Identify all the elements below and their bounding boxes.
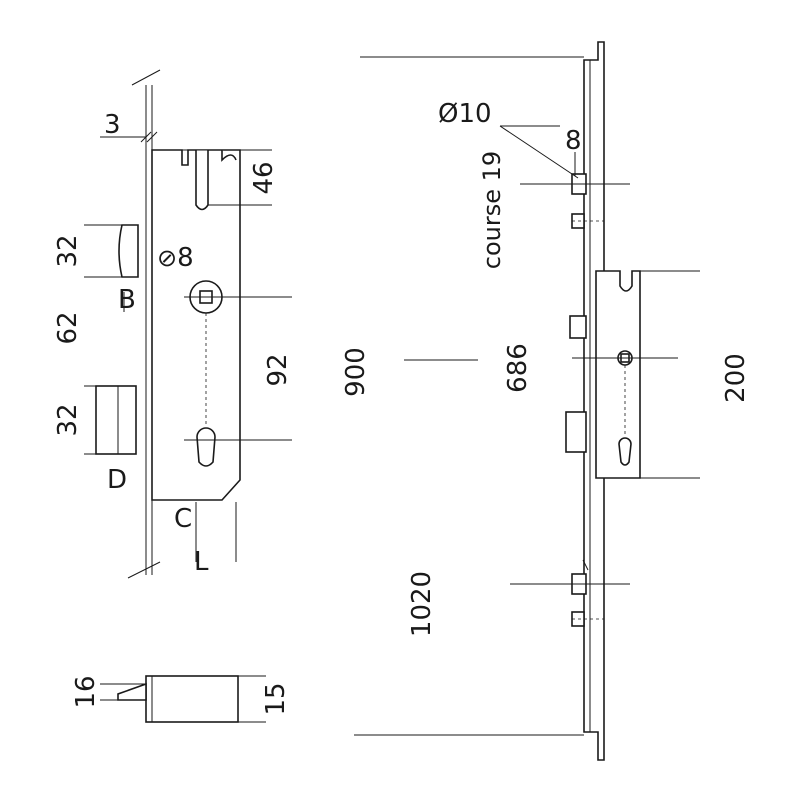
- dim-roller-diameter: Ø10: [438, 99, 492, 129]
- dim-92: 92: [263, 353, 293, 386]
- roller-leader: [499, 125, 579, 179]
- faceplate-break-top: [131, 69, 161, 86]
- upper-bolt: [569, 315, 587, 339]
- lower-roller-break: [582, 559, 589, 571]
- dim-plate-3: 3: [104, 110, 121, 140]
- label-c: C: [174, 504, 192, 534]
- latch-bolt: [118, 224, 139, 278]
- dim-62: 62: [53, 311, 83, 344]
- dim-spindle-8: ⊘8: [157, 243, 194, 273]
- faceplate-break-bottom: [127, 561, 161, 579]
- bolt-end-tongue: [117, 682, 147, 701]
- stroke-label: course 19: [478, 151, 506, 269]
- dim-900: 900: [341, 347, 371, 397]
- dim-bolt-32: 32: [53, 403, 83, 436]
- dim-200: 200: [721, 353, 751, 403]
- dim-1020: 1020: [407, 571, 437, 637]
- dim-16: 16: [71, 675, 101, 708]
- dim-15: 15: [261, 682, 291, 715]
- label-b: B: [118, 285, 136, 315]
- euro-cylinder-hole: [196, 427, 216, 467]
- dimension-labels: 3 46 32 ⊘8 B 62 92 32 D C L 16 15 Ø10 8 …: [53, 99, 751, 716]
- dim-roller-offset: 8: [565, 126, 582, 156]
- dim-top-46: 46: [249, 161, 279, 194]
- label-d: D: [107, 465, 127, 495]
- gearbox-body: [595, 270, 641, 479]
- rail-deadbolt: [565, 411, 587, 453]
- dim-686: 686: [503, 343, 533, 393]
- rail-view: [354, 41, 700, 761]
- plate-tick-1: [140, 131, 152, 143]
- deadbolt: [95, 385, 137, 455]
- label-l: L: [194, 547, 209, 577]
- gearbox-cylinder-hole: [618, 437, 632, 466]
- case-top-notch: [221, 150, 237, 162]
- bolt-end-body: [145, 675, 239, 723]
- lock-case-view: [84, 69, 292, 579]
- rail-faceplate: [583, 41, 605, 761]
- case-top-slot: [195, 150, 209, 211]
- dim-latch-32: 32: [53, 234, 83, 267]
- bolt-end-view: [100, 675, 266, 723]
- plate-tick-2: [146, 131, 158, 143]
